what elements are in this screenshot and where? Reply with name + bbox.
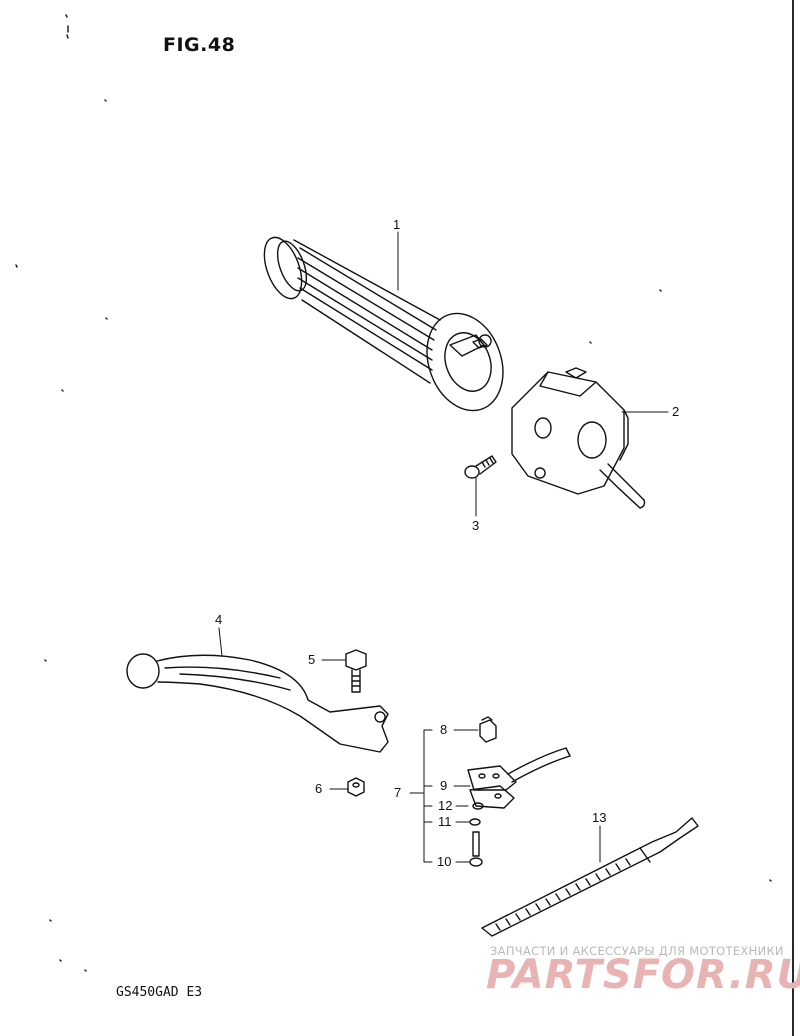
callout-5: 5	[308, 652, 315, 667]
callout-3: 3	[472, 518, 479, 533]
cable-tie-part	[481, 817, 699, 937]
grip-part	[263, 236, 504, 412]
callout-8: 8	[440, 722, 447, 737]
callout-13: 13	[592, 810, 606, 825]
switch-cap-part	[479, 716, 497, 743]
watermark-tagline: ЗАПЧАСТИ И АКСЕССУАРЫ ДЛЯ МОТОТЕХНИКИ	[490, 944, 784, 958]
callout-7: 7	[394, 785, 401, 800]
screw-part	[464, 455, 497, 479]
switch-plate-part	[467, 747, 571, 791]
callout-12: 12	[438, 798, 452, 813]
figure-title: FIG.48	[163, 34, 236, 56]
callout-labels: 1 2 3 4 5 6 7 8 9 10 11 12 13	[215, 217, 679, 869]
spacer-part	[469, 785, 515, 810]
model-code: GS450GAD E3	[116, 985, 203, 1000]
callout-4: 4	[215, 612, 222, 627]
callout-6: 6	[315, 781, 322, 796]
callout-1: 1	[393, 217, 400, 232]
callout-2: 2	[672, 404, 679, 419]
callout-10: 10	[437, 854, 451, 869]
callout-11: 11	[438, 814, 452, 829]
lever-part	[126, 653, 389, 753]
leader-lines	[218, 231, 669, 863]
page-border	[792, 0, 794, 1036]
washer-part	[469, 818, 481, 826]
watermark-logo: PARTSFOR.RU	[486, 952, 800, 998]
scan-specks	[15, 14, 772, 972]
callout-9: 9	[440, 778, 447, 793]
small-screw-part	[469, 831, 483, 867]
bolt-part	[345, 649, 367, 693]
nut-part	[347, 777, 365, 797]
handlebar-switch-part	[511, 367, 646, 509]
